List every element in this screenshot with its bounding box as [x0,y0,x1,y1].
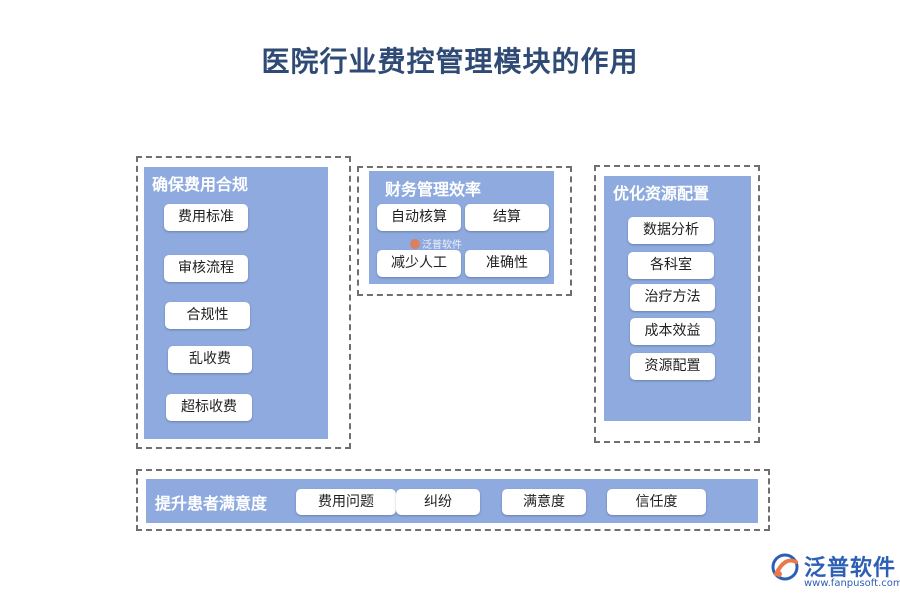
finance-item: 减少人工 [377,250,461,277]
finance-section-frame [357,166,572,296]
compliance-item: 合规性 [165,302,250,329]
resources-title: 优化资源配置 [613,184,710,203]
finance-item: 结算 [465,204,549,231]
satisfaction-item: 纠纷 [396,489,480,515]
compliance-item: 审核流程 [164,255,248,282]
resources-section-frame [594,165,760,443]
compliance-panel: 确保费用合规 费用标准 审核流程 合规性 乱收费 超标收费 [144,167,328,439]
compliance-title: 确保费用合规 [152,175,249,194]
compliance-section-frame [136,156,351,449]
compliance-item: 乱收费 [168,346,252,373]
resources-item: 各科室 [628,252,714,279]
finance-title: 财务管理效率 [385,180,482,199]
resources-item: 治疗方法 [630,284,715,311]
center-watermark: 泛普软件 [410,236,462,251]
finance-item: 自动核算 [377,204,461,231]
finance-item: 准确性 [465,250,549,277]
satisfaction-item: 费用问题 [296,489,396,515]
compliance-item: 超标收费 [166,394,252,421]
brand-url: www.fanpusoft.com [804,578,900,589]
resources-item: 数据分析 [628,217,714,244]
satisfaction-panel: 提升患者满意度 费用问题 纠纷 满意度 信任度 [146,479,758,523]
satisfaction-title: 提升患者满意度 [155,494,268,513]
brand-logo-icon [771,553,799,581]
finance-panel: 财务管理效率 自动核算 结算 减少人工 准确性 [369,171,554,284]
compliance-item: 费用标准 [164,204,248,231]
page-title: 医院行业费控管理模块的作用 [261,45,639,78]
watermark-logo-icon [410,238,420,249]
resources-item: 成本效益 [630,318,715,345]
brand-logo: 泛普软件 www.fanpusoft.com [770,550,900,596]
satisfaction-item: 信任度 [607,489,706,515]
watermark-text: 泛普软件 [422,240,462,251]
satisfaction-item: 满意度 [502,489,586,515]
resources-item: 资源配置 [630,353,715,380]
brand-name: 泛普软件 [804,556,897,581]
resources-panel: 优化资源配置 数据分析 各科室 治疗方法 成本效益 资源配置 [604,176,751,421]
satisfaction-section-frame [136,469,770,531]
